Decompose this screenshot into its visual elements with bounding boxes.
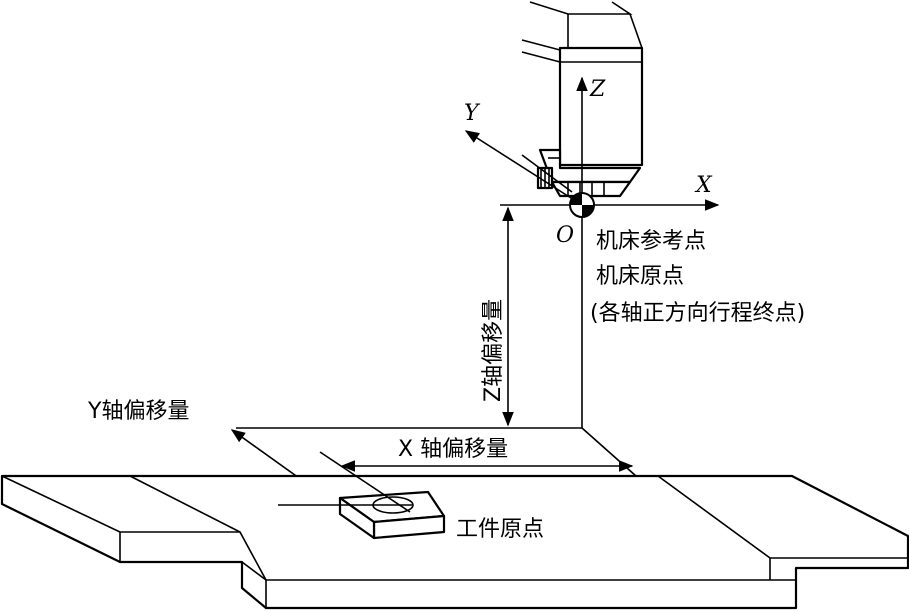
y-axis-label: Y [464, 101, 481, 126]
workpiece-origin-label: 工件原点 [456, 517, 544, 542]
origin-symbol [569, 192, 595, 218]
machine-ref-point-label: 机床参考点 [596, 229, 706, 254]
machine-origin-label: 机床原点 [596, 264, 684, 289]
reference-lines [236, 204, 637, 477]
z-offset-label: Z轴偏移量 [481, 299, 506, 402]
coordinate-axes [464, 76, 720, 211]
x-axis-label: X [694, 173, 713, 198]
travel-end-note: (各轴正方向行程终点) [590, 301, 805, 326]
x-offset-label: X 轴偏移量 [398, 437, 508, 462]
origin-label: O [556, 223, 574, 248]
y-offset-label: Y轴偏移量 [87, 399, 189, 424]
machine-table [0, 474, 909, 610]
z-axis-label: Z [589, 77, 606, 102]
workpiece [278, 451, 446, 540]
y-axis-arrow [464, 130, 583, 206]
